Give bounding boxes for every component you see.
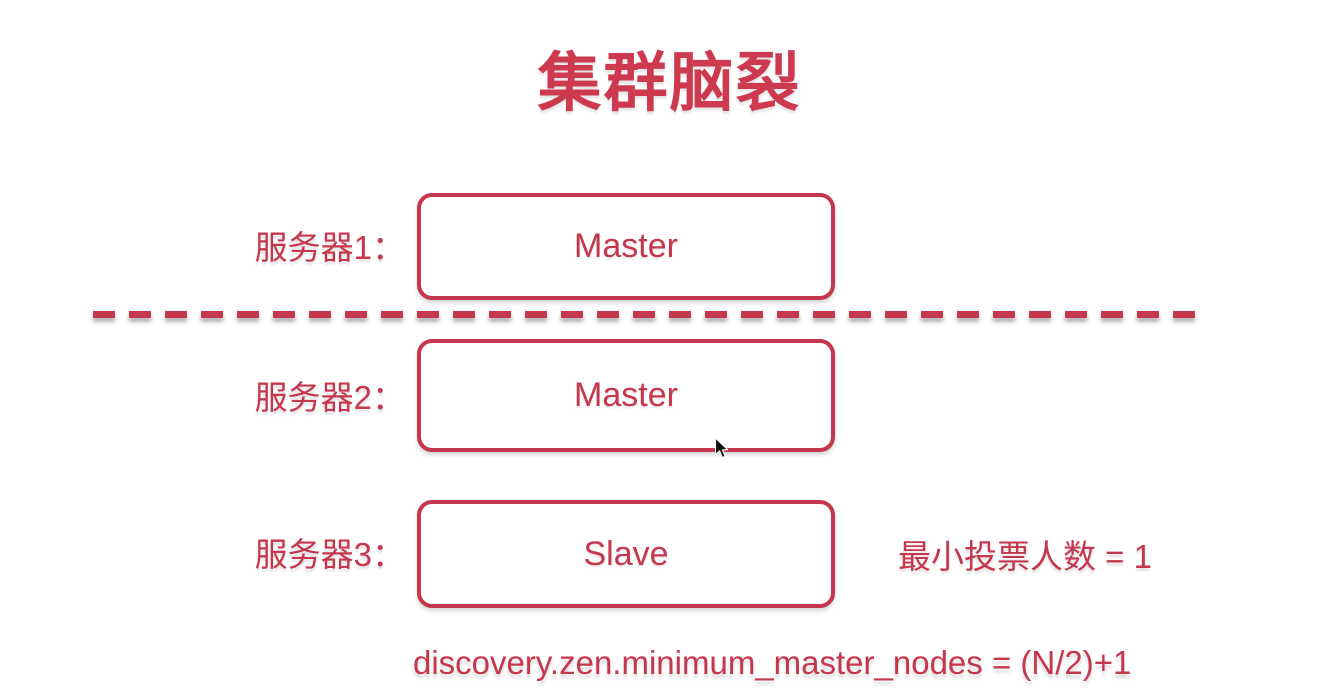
network-partition-dashed-line [93, 311, 1201, 318]
config-formula: discovery.zen.minimum_master_nodes = (N/… [413, 644, 1132, 681]
server-2-role: Master [574, 376, 678, 414]
server-2-node-box: Master [417, 339, 835, 452]
server-1-role: Master [574, 227, 678, 265]
min-votes-annotation: 最小投票人数 = 1 [898, 538, 1152, 575]
server-2-label: 服务器2： [254, 379, 405, 416]
server-3-label: 服务器3： [254, 536, 405, 573]
server-3-node-box: Slave [417, 500, 835, 608]
page-title: 集群脑裂 [537, 47, 802, 119]
server-1-label: 服务器1： [254, 229, 405, 266]
server-1-node-box: Master [417, 193, 835, 300]
server-3-role: Slave [583, 534, 669, 573]
